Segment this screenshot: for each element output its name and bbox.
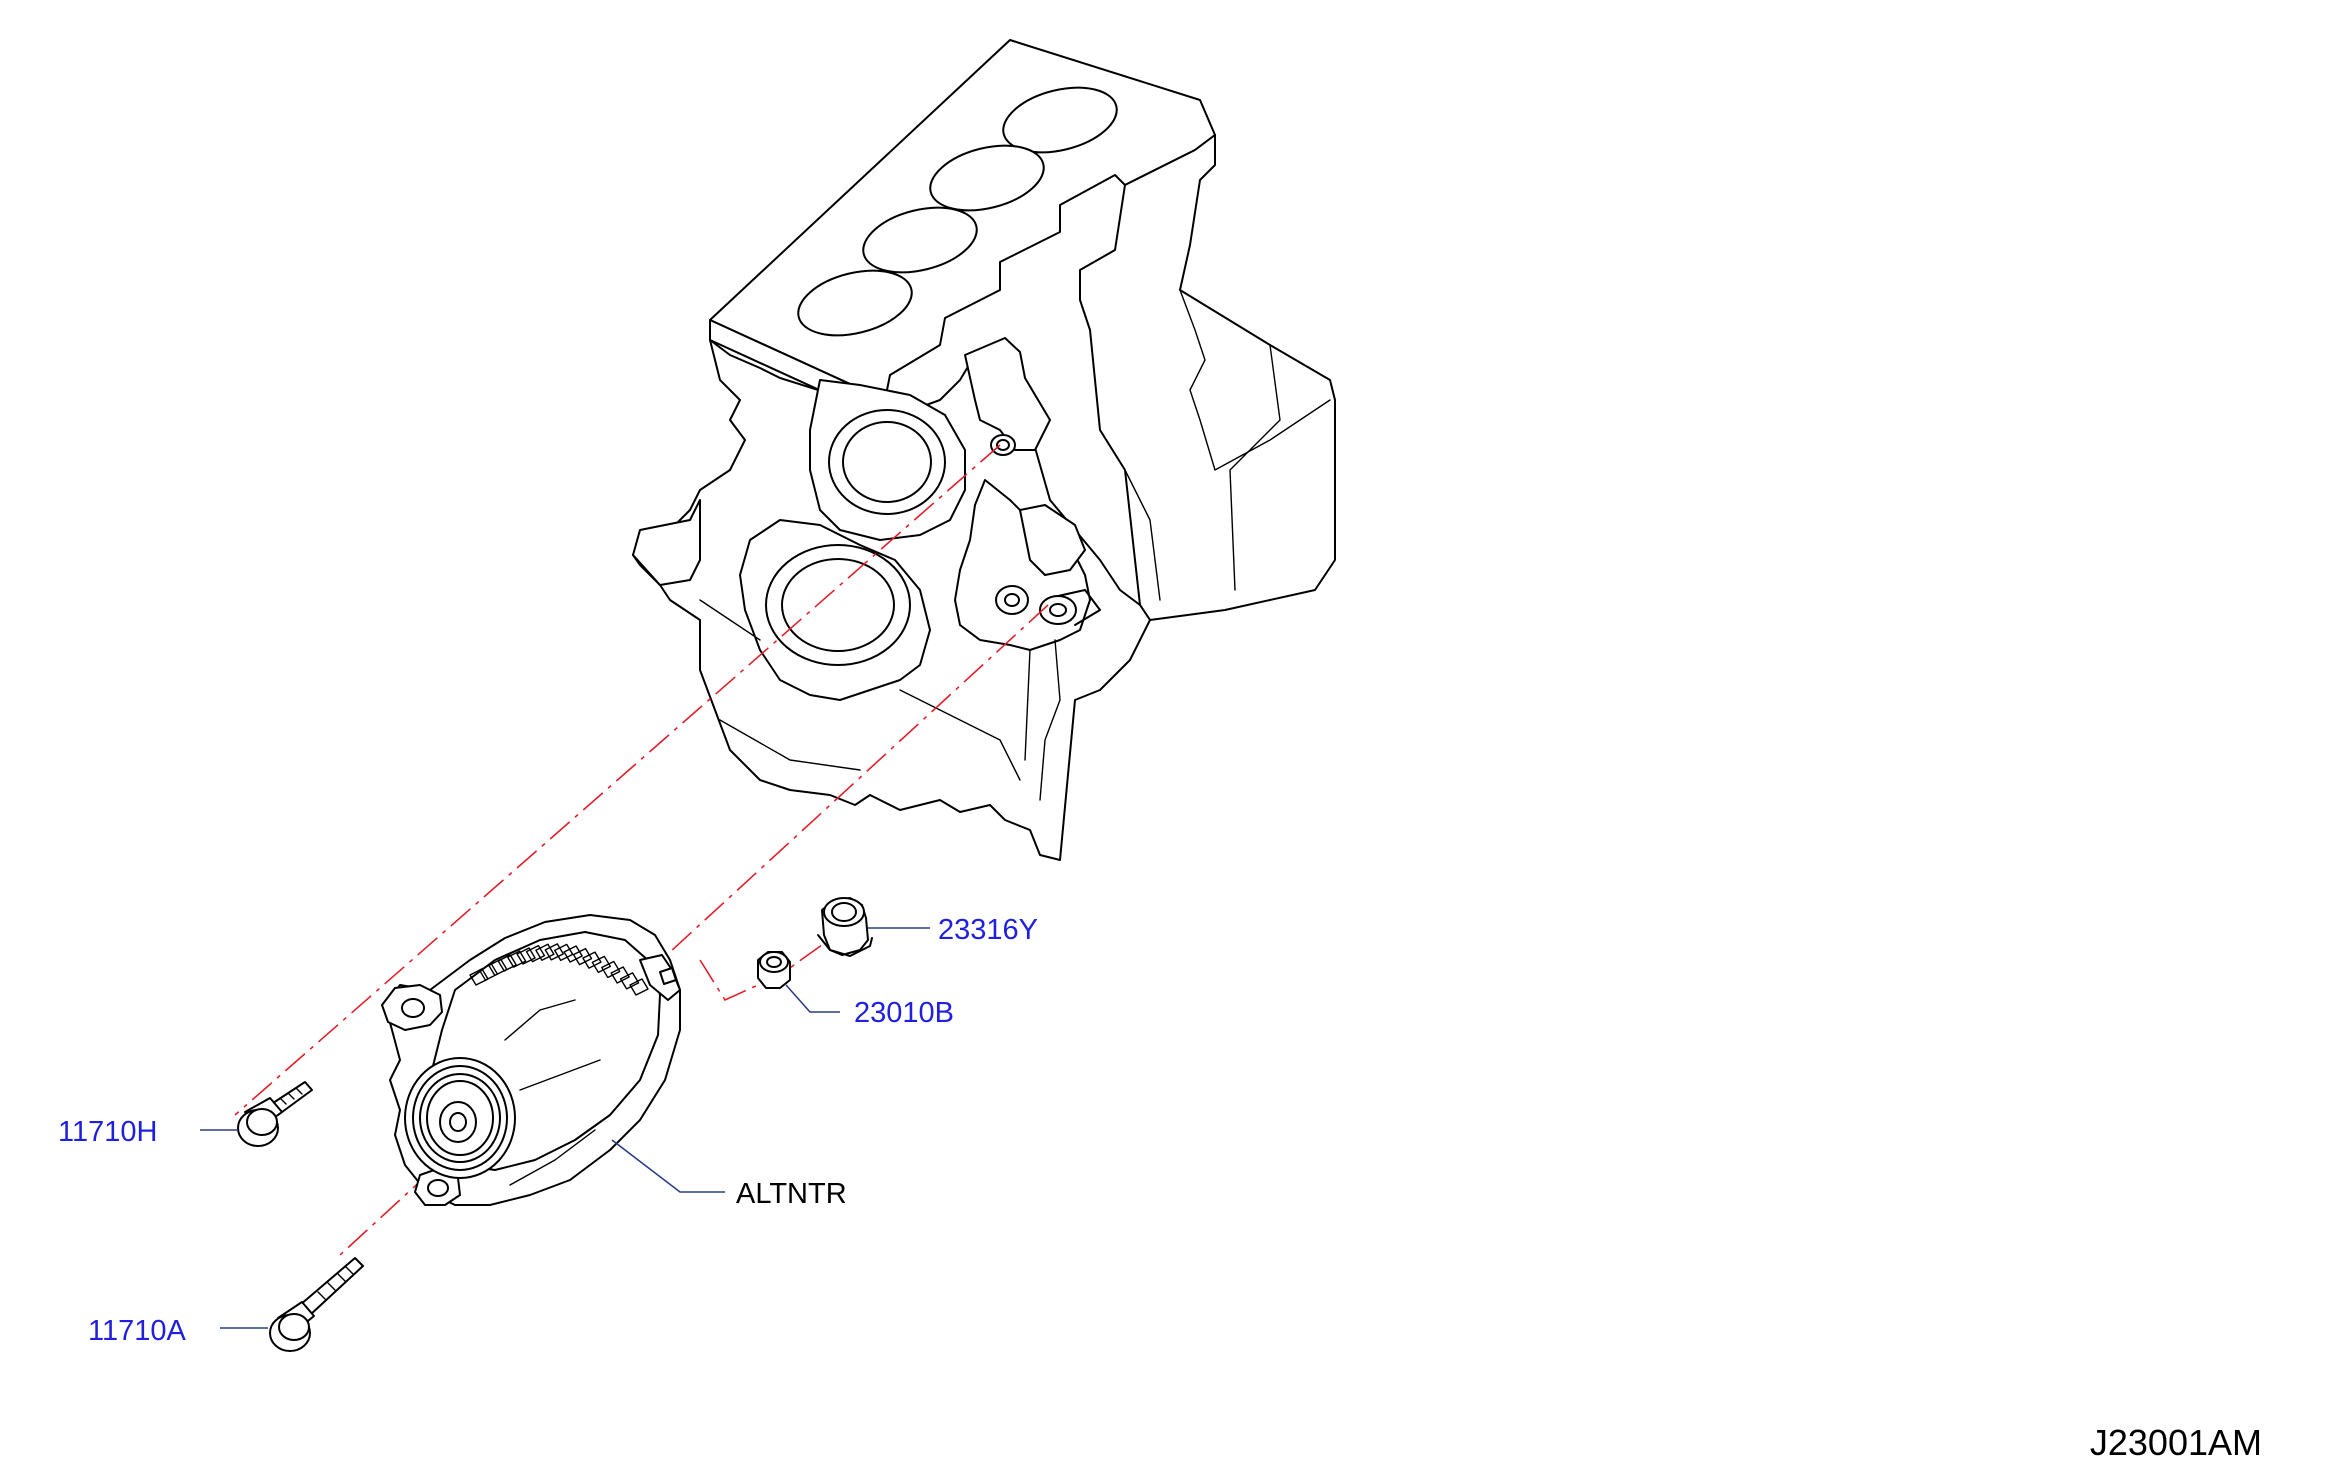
nut-centerline: [699, 931, 841, 1002]
engine-block-icon: [632, 39, 1336, 861]
leader-altntr: [611, 1139, 725, 1193]
lower-bolt-icon: [269, 1257, 364, 1352]
callout-23010B[interactable]: 23010B: [854, 997, 954, 1029]
diagram-id: J23001AM: [2090, 1422, 2262, 1463]
alternator-icon: [381, 914, 681, 1206]
callout-altntr[interactable]: ALTNTR: [736, 1178, 847, 1210]
upper-bolt-centerline: [234, 444, 1001, 1116]
alternator-nut-icon: [757, 951, 791, 989]
leader-23010B: [785, 984, 840, 1013]
upper-bolt-icon: [237, 1081, 313, 1147]
callout-23316Y[interactable]: 23316Y: [938, 914, 1038, 946]
callout-11710A[interactable]: 11710A: [88, 1315, 186, 1347]
bracket-nut-icon: [817, 897, 873, 957]
callout-11710H[interactable]: 11710H: [58, 1116, 157, 1148]
leader-lines: [200, 927, 930, 1329]
